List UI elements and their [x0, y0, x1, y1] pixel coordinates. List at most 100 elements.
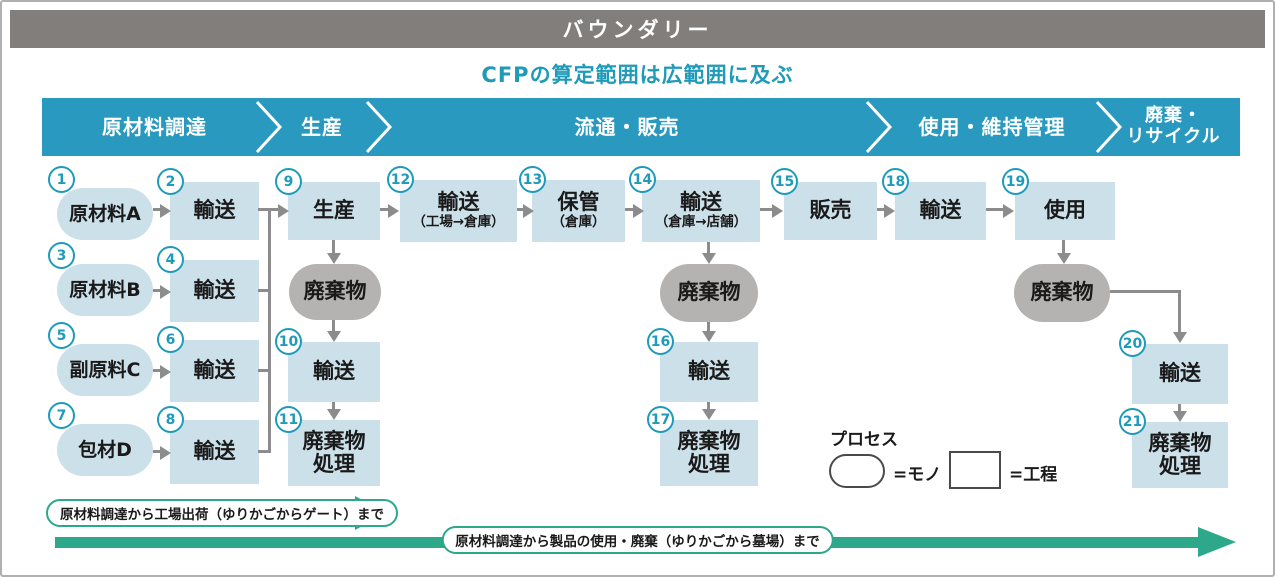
node-label: 輸送: [1159, 361, 1201, 386]
chevron-separator-icon: [365, 100, 393, 154]
node-label: 輸送: [193, 198, 236, 223]
node-sub-material-c: 5 副原料C: [48, 322, 153, 396]
flow-arrow: [707, 322, 710, 332]
step-number: 2: [157, 168, 184, 195]
phase-banner: 原材料調達 生産 流通・販売 使用・維持管理 廃棄・リサイクル: [42, 98, 1240, 156]
node-label: 廃棄物: [302, 428, 366, 453]
flow-arrowhead: [772, 204, 783, 218]
node-label-line2: 処理: [688, 452, 730, 476]
flow-arrowhead: [1057, 253, 1071, 264]
node-label: 廃棄物: [1148, 430, 1212, 455]
flow-arrowhead: [884, 204, 895, 218]
flow-arrow: [153, 369, 161, 372]
step-number: 5: [48, 322, 75, 349]
node-label-line2: 処理: [313, 452, 355, 476]
chevron-separator-icon: [255, 100, 283, 154]
node-transport-16: 16 輸送: [647, 328, 758, 402]
step-number: 10: [275, 328, 302, 355]
node-label: 販売: [809, 198, 852, 223]
flow-arrowhead: [327, 253, 341, 264]
legend-ellipse-icon: [829, 454, 885, 488]
node-label: 廃棄物: [677, 428, 741, 453]
node-transport-18: 18 輸送: [882, 168, 986, 240]
node-transport-8: 8 輸送: [157, 406, 259, 484]
step-number: 1: [48, 166, 75, 193]
step-number: 19: [1002, 168, 1029, 195]
step-number: 14: [629, 166, 656, 193]
flow-arrowhead: [327, 331, 341, 342]
legend-title: プロセス: [830, 430, 898, 450]
node-sales-15: 15 販売: [771, 168, 877, 240]
elbow-connector: [1110, 290, 1181, 293]
node-waste-treatment-11: 11 廃棄物 処理: [275, 406, 380, 486]
node-waste-treatment-21: 21 廃棄物 処理: [1119, 408, 1228, 488]
flow-arrowhead: [523, 204, 534, 218]
flow-arrowhead: [327, 409, 341, 420]
node-label: 原材料A: [69, 202, 141, 225]
flow-arrowhead: [1173, 332, 1187, 343]
node-sublabel: （倉庫→店舗）: [654, 214, 748, 231]
node-label: 生産: [313, 198, 355, 223]
node-label: 輸送: [193, 358, 236, 383]
node-label: 輸送: [193, 439, 236, 464]
node-sublabel: （工場→倉庫）: [412, 214, 505, 231]
cradle-to-grave-arrowhead: [1198, 527, 1236, 557]
flow-arrow: [1178, 404, 1181, 412]
node-waste-treatment-17: 17 廃棄物 処理: [647, 406, 758, 486]
flow-arrowhead: [1003, 204, 1014, 218]
node-label: 廃棄物: [677, 280, 741, 305]
legend-rect-label: =工程: [1009, 465, 1058, 485]
node-label: 輸送: [437, 190, 480, 215]
node-waste-production: 廃棄物: [289, 264, 381, 320]
node-waste-distribution: 廃棄物: [660, 264, 758, 322]
flow-arrowhead: [160, 365, 171, 379]
node-transport-6: 6 輸送: [157, 326, 259, 402]
node-label-line2: 処理: [1159, 454, 1201, 478]
flow-arrowhead: [702, 331, 716, 342]
node-storage-13: 13 保管 （倉庫）: [519, 166, 625, 242]
step-number: 11: [275, 406, 302, 433]
flow-arrow: [517, 208, 524, 211]
node-transport-4: 4 輸送: [157, 246, 259, 322]
step-number: 8: [157, 406, 184, 433]
node-production-9: 9 生産: [275, 168, 380, 240]
node-waste-use: 廃棄物: [1014, 264, 1110, 322]
node-label: 輸送: [313, 359, 355, 384]
legend-rect-icon: [949, 451, 1001, 489]
chevron-separator-icon: [1095, 100, 1123, 154]
step-number: 15: [771, 168, 798, 195]
step-number: 20: [1119, 330, 1146, 357]
node-packaging-d: 7 包材D: [48, 402, 153, 476]
node-label: 輸送: [680, 190, 722, 215]
flow-arrowhead: [633, 204, 644, 218]
flow-arrow: [707, 402, 710, 410]
phase-use: 使用・維持管理: [918, 114, 1066, 139]
node-use-19: 19 使用: [1002, 168, 1115, 240]
merge-connector: [268, 208, 271, 453]
step-number: 17: [647, 406, 674, 433]
flow-arrow: [332, 320, 335, 332]
node-label: 輸送: [688, 359, 730, 384]
step-number: 12: [387, 166, 414, 193]
step-number: 4: [157, 246, 184, 273]
legend-ellipse-label: =モノ: [893, 465, 942, 485]
node-transport-20: 20 輸送: [1119, 330, 1228, 404]
node-label: 保管: [557, 190, 600, 215]
chevron-separator-icon: [865, 100, 893, 154]
phase-raw-material: 原材料調達: [102, 114, 207, 139]
node-transport-14: 14 輸送 （倉庫→店舗）: [629, 166, 760, 242]
flow-arrow: [153, 208, 161, 211]
node-label: 副原料C: [69, 358, 141, 381]
node-transport-12: 12 輸送 （工場→倉庫）: [387, 166, 517, 242]
node-transport-10: 10 輸送: [275, 328, 380, 402]
phase-production: 生産: [301, 114, 343, 139]
flow-arrowhead: [278, 204, 289, 218]
merge-connector: [258, 450, 271, 453]
flow-arrow: [380, 208, 389, 211]
flow-arrow: [877, 208, 885, 211]
merge-connector: [258, 289, 271, 292]
flow-arrowhead: [702, 409, 716, 420]
flow-arrow: [760, 208, 773, 211]
step-number: 21: [1119, 408, 1146, 435]
flow-arrow: [332, 240, 335, 254]
